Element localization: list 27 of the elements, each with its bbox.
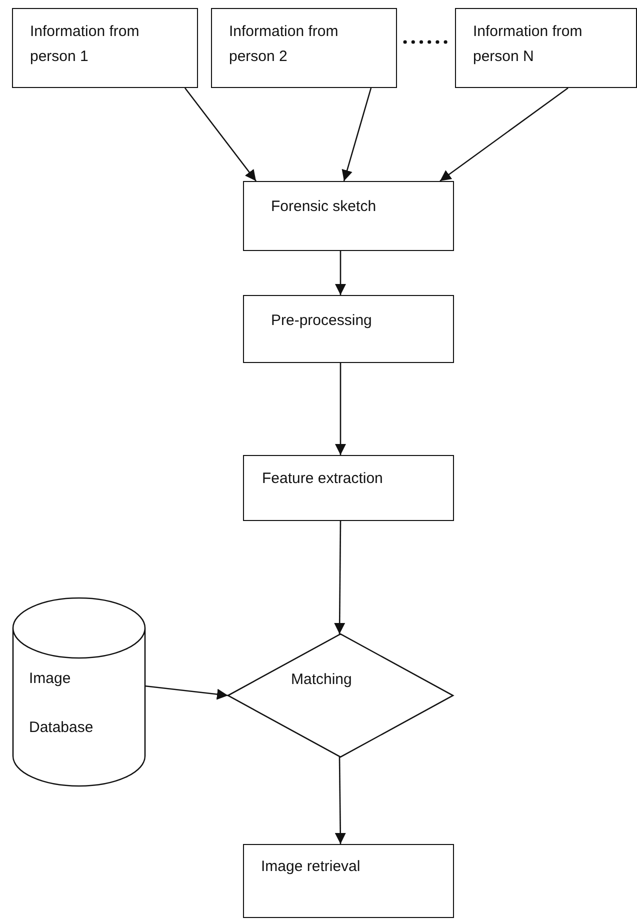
process-box bbox=[243, 295, 454, 363]
arrow bbox=[335, 251, 346, 295]
arrow bbox=[335, 363, 346, 455]
connector-line bbox=[403, 40, 449, 44]
decision-diamond bbox=[228, 634, 453, 757]
arrow bbox=[184, 88, 257, 182]
node-label: Image Database bbox=[29, 669, 94, 738]
node-label: Feature extraction bbox=[262, 469, 384, 489]
database-cylinder bbox=[13, 598, 145, 786]
node-label: Information from person N bbox=[473, 22, 584, 67]
process-box bbox=[12, 8, 198, 88]
process-box bbox=[243, 181, 454, 251]
node-label: Pre-processing bbox=[271, 311, 373, 331]
node-label: Forensic sketch bbox=[271, 197, 378, 217]
arrow bbox=[342, 88, 372, 182]
process-box bbox=[243, 455, 454, 521]
node-label: Information from person 1 bbox=[30, 22, 140, 67]
node-label: Matching bbox=[291, 670, 353, 690]
arrow bbox=[334, 521, 346, 634]
process-box bbox=[243, 844, 454, 918]
process-box bbox=[211, 8, 397, 88]
arrow bbox=[440, 87, 568, 182]
process-box bbox=[455, 8, 637, 88]
node-label: Image retrieval bbox=[261, 857, 362, 877]
node-label: Information from person 2 bbox=[229, 22, 340, 67]
arrow bbox=[334, 757, 346, 844]
arrow bbox=[144, 685, 228, 700]
